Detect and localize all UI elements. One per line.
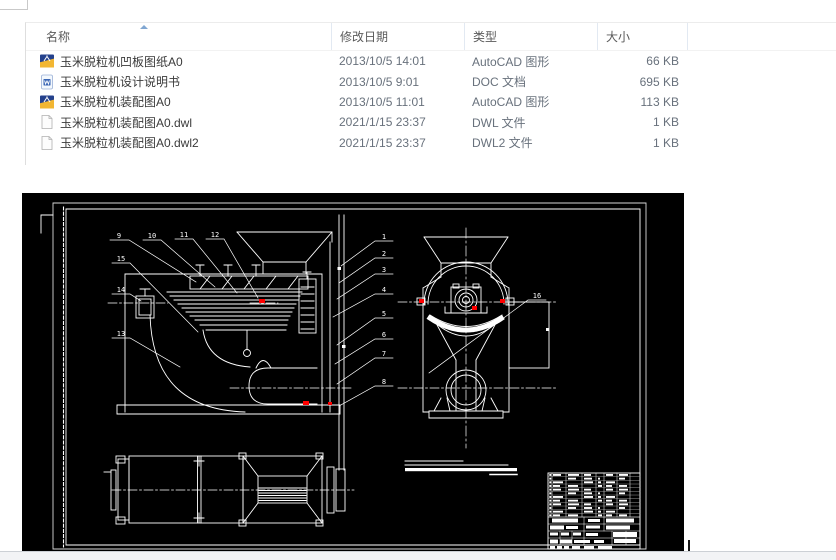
callout-label: 1 — [382, 233, 386, 241]
file-name: 玉米脱粒机装配图A0.dwl2 — [60, 136, 199, 151]
column-headers: 名称 修改日期 类型 大小 — [26, 23, 836, 51]
bottom-bar — [0, 551, 836, 560]
file-size: 1 KB — [652, 115, 679, 130]
cad-preview[interactable]: 9 10 11 12 15 14 13 1 2 3 4 5 6 7 8 16 — [22, 193, 684, 551]
file-date: 2013/10/5 11:01 — [339, 94, 425, 109]
front-view — [397, 227, 557, 449]
column-header-type[interactable]: 类型 — [464, 23, 597, 50]
file-type: DWL2 文件 — [472, 136, 533, 151]
callout-label: 9 — [117, 232, 121, 240]
file-row[interactable]: 玉米脱粒机装配图A0.dwl2 2021/1/15 23:37 DWL2 文件 … — [26, 133, 836, 153]
file-row[interactable]: 玉米脱粒机装配图A0.dwl 2021/1/15 23:37 DWL 文件 1 … — [26, 112, 836, 132]
word-document-icon — [39, 74, 55, 90]
autocad-drawing-icon — [39, 53, 55, 69]
text-cursor — [688, 540, 690, 553]
file-list-pane: 名称 修改日期 类型 大小 玉米脱粒机凹板图纸A0 2013/10/5 14:0… — [25, 22, 836, 165]
file-type: DOC 文档 — [472, 75, 527, 90]
column-label: 大小 — [606, 30, 631, 44]
callout-label: 15 — [117, 255, 125, 263]
autocad-drawing-icon — [39, 94, 55, 110]
assembly-drawing: 9 10 11 12 15 14 13 1 2 3 4 5 6 7 8 16 — [40, 202, 647, 550]
sort-ascending-icon — [140, 25, 148, 29]
callout-label: 8 — [382, 378, 386, 386]
file-name: 玉米脱粒机设计说明书 — [60, 75, 181, 90]
file-size: 66 KB — [646, 54, 679, 69]
window-corner-fragment — [0, 0, 28, 10]
file-type: AutoCAD 图形 — [472, 54, 550, 69]
file-date: 2021/1/15 23:37 — [339, 135, 426, 150]
file-name: 玉米脱粒机装配图A0.dwl — [60, 115, 193, 130]
side-view — [107, 214, 353, 471]
callout-label: 14 — [117, 286, 125, 294]
red-marks — [259, 299, 505, 405]
title-block — [547, 472, 641, 550]
file-row[interactable]: 玉米脱粒机凹板图纸A0 2013/10/5 14:01 AutoCAD 图形 6… — [26, 51, 836, 71]
column-label: 修改日期 — [340, 30, 389, 44]
plan-view — [103, 452, 355, 527]
callout-label: 13 — [117, 330, 125, 338]
callout-label: 12 — [211, 231, 219, 239]
file-row[interactable]: 玉米脱粒机设计说明书 2013/10/5 9:01 DOC 文档 695 KB — [26, 71, 836, 91]
file-name: 玉米脱粒机凹板图纸A0 — [60, 54, 183, 69]
note-lines — [404, 460, 518, 476]
file-date: 2013/10/5 14:01 — [339, 54, 426, 69]
blank-file-icon — [39, 135, 55, 151]
column-header-name[interactable]: 名称 — [26, 23, 331, 50]
callout-label: 4 — [382, 286, 386, 294]
column-header-size[interactable]: 大小 — [597, 23, 687, 50]
callout-labels: 9 10 11 12 15 14 13 1 2 3 4 5 6 7 8 16 — [117, 231, 541, 386]
file-size: 113 KB — [640, 94, 679, 109]
column-label: 名称 — [46, 30, 71, 44]
file-size: 1 KB — [652, 135, 679, 150]
file-date: 2021/1/15 23:37 — [339, 115, 426, 130]
callout-label: 16 — [533, 292, 541, 300]
callout-leaders — [109, 238, 547, 407]
title-block-text-blobs — [550, 518, 637, 549]
blank-file-icon — [39, 114, 55, 130]
file-date: 2013/10/5 9:01 — [339, 74, 420, 89]
column-header-date[interactable]: 修改日期 — [331, 23, 464, 50]
callout-label: 2 — [382, 250, 386, 258]
file-row[interactable]: 玉米脱粒机装配图A0 2013/10/5 11:01 AutoCAD 图形 11… — [26, 92, 836, 112]
callout-label: 3 — [382, 266, 386, 274]
column-label: 类型 — [473, 30, 498, 44]
callout-label: 10 — [148, 232, 156, 240]
file-type: AutoCAD 图形 — [472, 95, 550, 110]
callout-label: 6 — [382, 331, 386, 339]
file-name: 玉米脱粒机装配图A0 — [60, 95, 171, 110]
column-header-spacer — [687, 23, 688, 50]
callout-label: 5 — [382, 310, 386, 318]
callout-label: 7 — [382, 350, 386, 358]
file-size: 695 KB — [639, 74, 679, 89]
file-type: DWL 文件 — [472, 115, 526, 130]
callout-label: 11 — [180, 231, 188, 239]
